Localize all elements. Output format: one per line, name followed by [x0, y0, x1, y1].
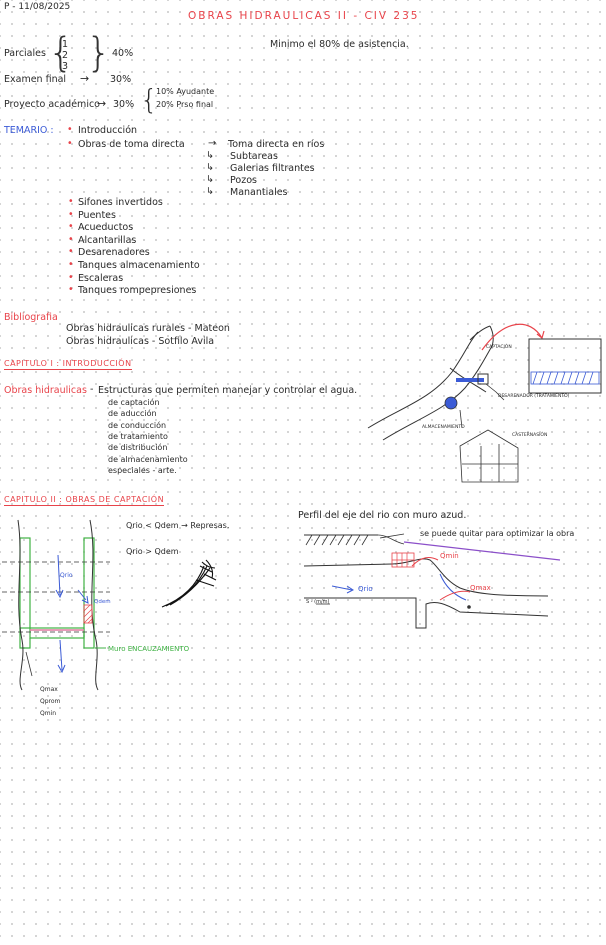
temario-item: Tanques rompepresiones [78, 285, 197, 297]
bibliografia-label: Bibliografia [4, 312, 58, 323]
sketch-label-captacion: CAPTACIÓN [486, 345, 512, 350]
label-muro-encauzamiento: Muro ENCAUZAMIENTO [108, 645, 190, 653]
temario-item: Sifones invertidos [78, 197, 163, 208]
bibliografia-item: Obras hidraulicas rurales - Mateon [66, 323, 230, 334]
obra-type-item: de distribución [108, 443, 168, 453]
brace-left-icon: { [140, 83, 158, 116]
subitem: Manantiales [230, 187, 288, 198]
temario-item: Escaleras [78, 272, 124, 284]
label-qmin: Qmin [440, 552, 459, 560]
label-qrio-profile: Qrio [358, 585, 373, 593]
arrow-right-icon: → [208, 138, 217, 149]
bullet-icon: • [67, 138, 73, 149]
sketch-label-cisterna: CASTERNASIÓN [512, 433, 548, 438]
temario-item: Desarenadores [78, 247, 150, 259]
proyecto-label: Proyecto académico [4, 99, 100, 110]
profile-note: se puede quitar para optimizar la obra [420, 529, 575, 538]
hatch-pattern [83, 604, 93, 624]
page-date: P - 11/08/2025 [4, 2, 71, 12]
bullet-icon: • [68, 259, 74, 270]
capitulo1-definition: Estructuras que permiten manejar y contr… [98, 385, 358, 396]
label-slope: S - (m/m) [306, 599, 330, 605]
label-qdem: Qdem [94, 599, 111, 605]
arrow-right-icon: → [80, 72, 90, 85]
bullet-icon: • [68, 284, 74, 296]
parciales-pct: 40% [112, 48, 134, 59]
river-scribble-icon [161, 559, 217, 608]
sketch-label-almacenamiento: ALMACENAMIENTO [422, 425, 465, 430]
hatch-pattern [391, 552, 415, 568]
dash-icon: - [90, 384, 94, 395]
label-level: Qprom [40, 698, 61, 705]
label-qmax: Qmax [470, 584, 491, 592]
proyecto-pct: 30% [113, 99, 135, 110]
temario-label: TEMARIO : [4, 125, 54, 136]
brace-right-icon: } [86, 30, 112, 76]
temario-item: Introducción [78, 125, 138, 136]
equation-qrio-gt-qdem: Qrio > Qdem [126, 547, 179, 556]
subarrow-icon: ↳ [206, 186, 214, 197]
brace-left-icon: { [48, 30, 74, 76]
temario-item: Alcantarillas [78, 234, 137, 246]
obra-type-item: de conducción [108, 420, 167, 430]
parcial-item: 3 [62, 61, 69, 72]
temario-item: Acueductos [78, 222, 134, 234]
label-level: Qmin [40, 710, 57, 717]
subitem: Galerias filtrantes [230, 163, 315, 174]
subitem: Subtareas [230, 151, 278, 162]
parcial-item: 2 [62, 50, 69, 61]
bullet-icon: • [68, 271, 74, 283]
proyecto-part: 10% Ayudante [156, 87, 215, 96]
temario-item: Tanques almacenamiento [78, 260, 200, 271]
bibliografia-item: Obras hidraulicas - Sotfilo Avila [66, 336, 215, 347]
capitulo1-heading: CAPITULO I : INTRODUCCIÓN [4, 359, 132, 370]
obra-type-item: de captación [108, 398, 160, 407]
obra-type-item: de aducción [108, 409, 157, 419]
bullet-icon: • [68, 221, 74, 233]
attendance-note: Minimo el 80% de asistencia. [270, 39, 409, 50]
hatch-pattern [530, 371, 600, 385]
bullet-icon: • [68, 233, 74, 245]
subitem: Toma directa en ríos [228, 139, 325, 150]
obra-type-item: especiales - arte. [108, 465, 177, 475]
bullet-icon: • [67, 124, 73, 135]
subarrow-icon: ↳ [206, 162, 214, 173]
arrow-right-icon: → [97, 97, 107, 110]
examen-label: Examen final [4, 74, 67, 85]
label-qrio: Qrio [60, 572, 73, 579]
obra-type-item: de almacenamiento [108, 454, 188, 464]
capitulo1-term: Obras hidraulicas [4, 385, 87, 396]
profile-title: Perfil del eje del rio con muro azud. [298, 510, 467, 521]
subitem: Pozos [230, 175, 257, 186]
bullet-icon: • [68, 246, 74, 258]
temario-item: Puentes [78, 209, 116, 221]
bullet-icon: • [68, 196, 74, 207]
subarrow-icon: ↳ [206, 150, 214, 161]
parciales-label: Parciales [4, 48, 46, 59]
examen-pct: 30% [110, 74, 132, 85]
capitulo2-heading: CAPITULO II : OBRAS DE CAPTACIÓN [4, 495, 165, 506]
page-title: OBRAS HIDRAULICAS II - CIV 235 [188, 10, 420, 22]
subarrow-icon: ↳ [206, 174, 214, 185]
proyecto-part: 20% Prso final [156, 100, 214, 109]
obra-type-item: de tratamiento [108, 431, 168, 441]
label-level: Qmax [40, 686, 58, 693]
temario-item: Obras de toma directa [78, 139, 185, 150]
parcial-item: 1 [62, 39, 69, 50]
bullet-icon: • [68, 208, 74, 220]
equation-represas: Qrio < Qdem → Represas. [126, 521, 230, 530]
sketch-label-desarenador: DESARENADOR (TRATAMIENTO) [498, 394, 570, 399]
